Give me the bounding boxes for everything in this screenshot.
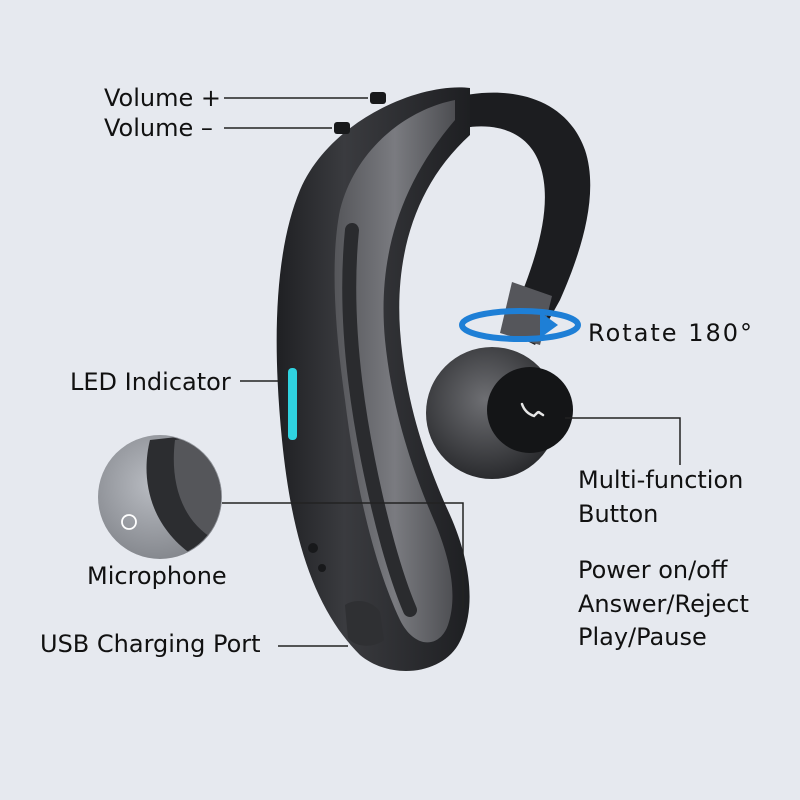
ear-hook	[400, 92, 591, 345]
label-multifunction-line1: Multi-function	[578, 466, 744, 494]
side-button	[318, 564, 326, 572]
label-power: Power on/off	[578, 556, 728, 584]
phone-icon	[520, 402, 545, 418]
microphone-hole-icon	[121, 514, 137, 530]
rotate-arrow-icon	[459, 308, 581, 342]
label-answer: Answer/Reject	[578, 590, 749, 618]
label-rotate: Rotate 180°	[588, 319, 755, 347]
label-usb: USB Charging Port	[40, 630, 261, 658]
label-play: Play/Pause	[578, 623, 707, 651]
side-button	[308, 543, 318, 553]
label-volume-down: Volume –	[104, 114, 213, 142]
multifunction-button[interactable]	[487, 367, 573, 453]
label-multifunction-line2: Button	[578, 500, 659, 528]
label-microphone: Microphone	[87, 562, 227, 590]
usb-port	[345, 600, 384, 646]
label-volume-up: Volume +	[104, 84, 221, 112]
label-led: LED Indicator	[70, 368, 231, 396]
led-indicator	[288, 368, 297, 440]
volume-down-button[interactable]	[334, 122, 350, 134]
volume-up-button[interactable]	[370, 92, 386, 104]
microphone-inset	[98, 435, 222, 559]
